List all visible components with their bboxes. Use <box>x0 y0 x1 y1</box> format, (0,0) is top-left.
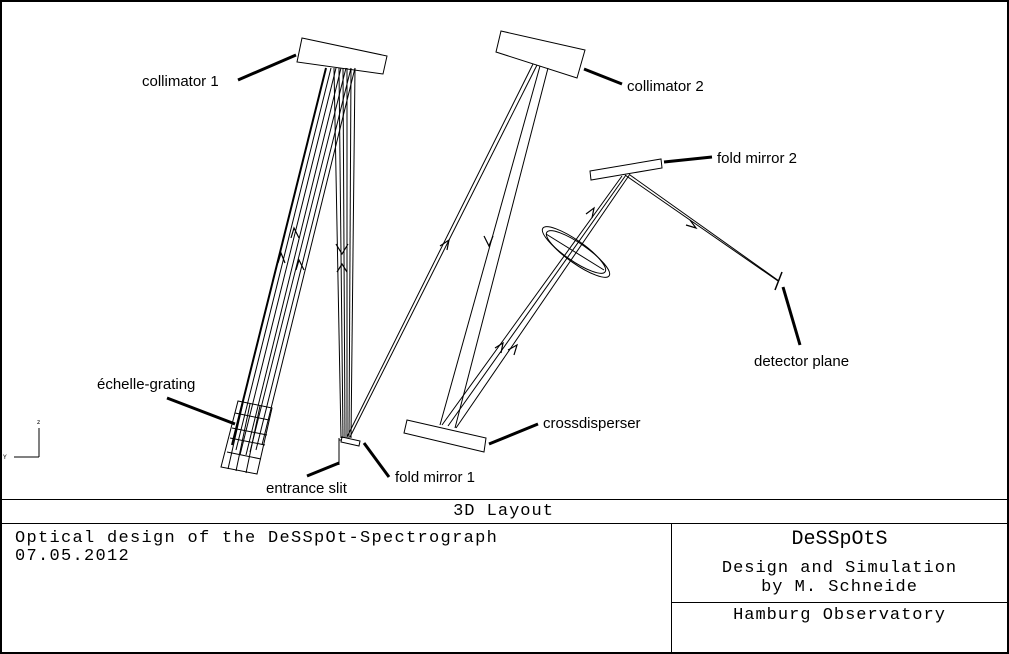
title-block-divider <box>1 523 1007 524</box>
label-crossdisperser: crossdisperser <box>543 415 641 432</box>
crossdisperser-grating <box>403 419 487 453</box>
title-block-top-border <box>1 499 1007 500</box>
echelle-grating-box <box>220 400 273 475</box>
design-credit-line2: by M. Schneide <box>761 578 918 597</box>
ray-bundle-crossdisperser-fold2 <box>441 173 631 429</box>
design-description: Optical design of the DeSSpOt-Spectrogra… <box>15 529 499 548</box>
institution: Hamburg Observatory <box>733 606 946 625</box>
ray-bundle-fold2-detector <box>624 174 780 282</box>
label-fold-mirror-1: fold mirror 1 <box>395 469 475 486</box>
design-date: 07.05.2012 <box>15 547 131 566</box>
label-entrance-slit: entrance slit <box>266 480 348 497</box>
fold-mirror-1 <box>340 436 361 447</box>
title-block-institution-divider <box>671 602 1007 603</box>
ray-bundle-collimator2-crossdisperser <box>439 65 549 429</box>
collimator-2-mirror <box>495 30 586 79</box>
layout-title: 3D Layout <box>453 502 554 521</box>
design-credit-line1: Design and Simulation <box>721 559 958 578</box>
label-collimator-1: collimator 1 <box>142 73 219 90</box>
title-block-vertical-divider <box>671 523 672 652</box>
camera-lens <box>541 226 611 278</box>
ray-direction-arrows <box>277 206 698 356</box>
fold-mirror-2 <box>589 158 663 181</box>
leader-lines <box>166 53 802 478</box>
axis-label-y: Y <box>2 454 7 461</box>
label-detector-plane: detector plane <box>754 353 849 370</box>
ray-bundle-collimator1-echelle <box>231 67 356 456</box>
axis-label-z: z <box>37 419 40 426</box>
optical-layout-diagram: collimator 1 collimator 2 fold mirror 2 … <box>2 30 849 497</box>
collimator-1-mirror <box>296 37 388 75</box>
label-fold-mirror-2: fold mirror 2 <box>717 150 797 167</box>
ray-bundle-fold1-collimator2 <box>346 63 538 438</box>
label-collimator-2: collimator 2 <box>627 78 704 95</box>
label-echelle-grating: échelle-grating <box>97 376 195 393</box>
project-name: DeSSpOtS <box>791 528 888 551</box>
axis-indicator <box>14 428 40 458</box>
